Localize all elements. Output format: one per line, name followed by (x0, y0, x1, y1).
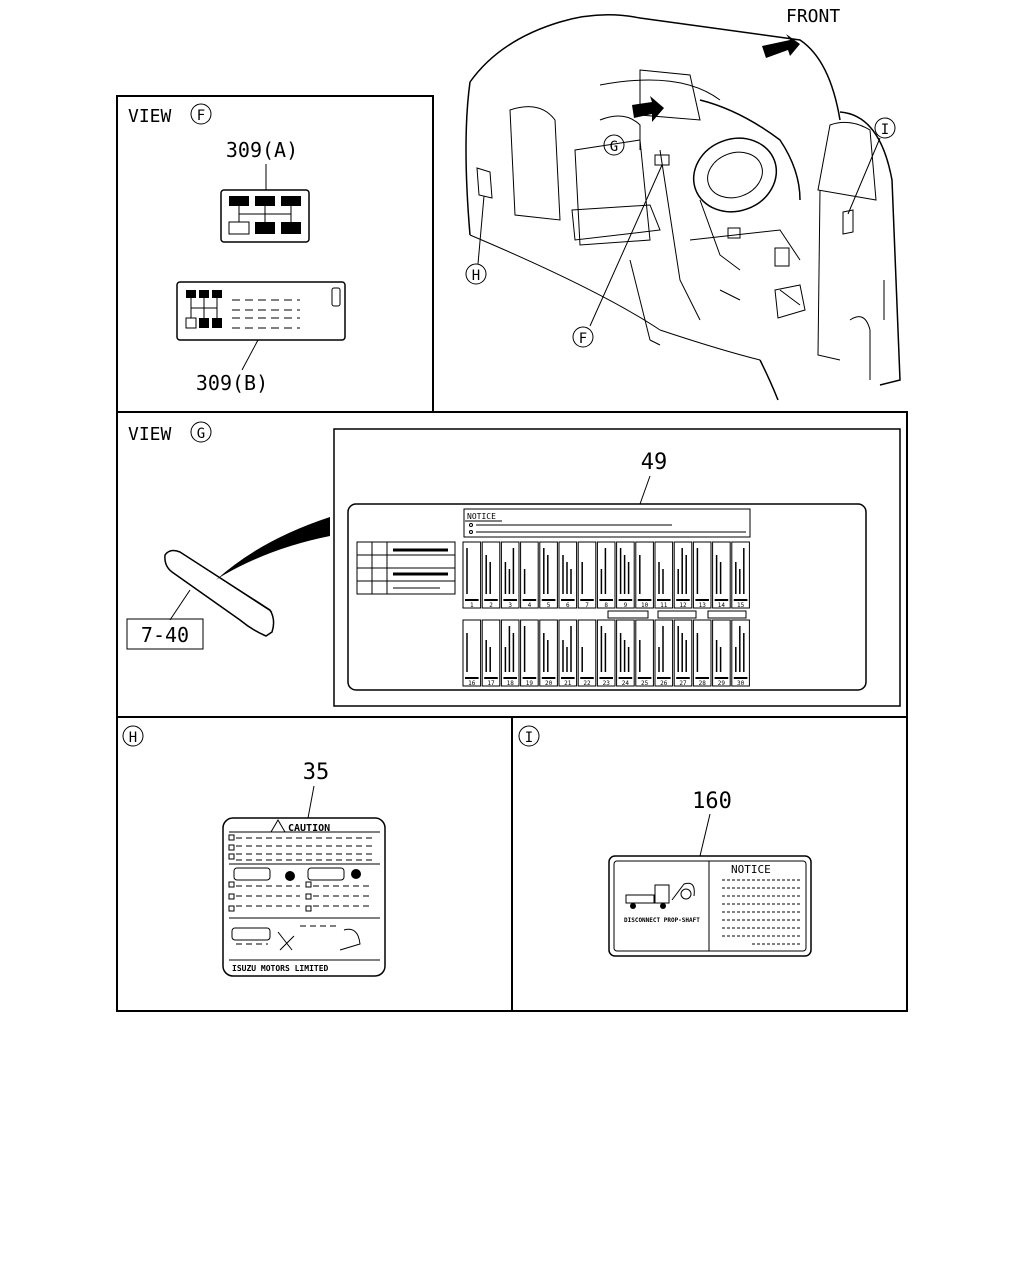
fuse-slot: 3 (500, 541, 520, 609)
callout-f: F (579, 331, 587, 347)
part-35-label: 35 (303, 760, 330, 785)
fuse-slot: 20 (539, 619, 558, 687)
fuse-number: 10 (641, 602, 649, 609)
fuse-slot: 24 (616, 619, 635, 687)
fuse-slot: 29 (712, 619, 731, 687)
fuse-slot: 17 (481, 619, 501, 687)
fuse-number: 19 (526, 680, 534, 687)
fuse-number: 1 (470, 602, 474, 609)
callout-i: I (881, 122, 889, 138)
fuse-slot: 30 (731, 619, 750, 687)
fuse-slot: 1 (462, 541, 482, 609)
view-h-panel: H 35 CAUTION ISU (116, 716, 513, 1012)
view-g-arrow-icon (632, 96, 664, 122)
fuse-number: 9 (624, 602, 628, 609)
fuse-slot: 9 (616, 541, 635, 609)
fuse-slot: 28 (692, 619, 712, 687)
part-49-label: 49 (641, 450, 668, 475)
fuse-box-cover (164, 549, 275, 637)
notice-i-word: NOTICE (731, 863, 771, 876)
fuse-slot: 4 (520, 541, 539, 609)
view-i-panel: I 160 NOTICE DISCONNECT PROP-SHAFT (511, 716, 908, 1012)
fuse-slot: 18 (500, 619, 520, 687)
fuse-number: 21 (564, 680, 572, 687)
fuse-slot: 26 (654, 619, 674, 687)
fuse-slot: 21 (558, 619, 578, 687)
fuse-slot: 11 (654, 541, 674, 609)
view-g-panel: VIEW G 7-40 49 NOTICE (116, 411, 908, 718)
view-g-title: VIEW (128, 424, 172, 445)
fuse-number: 5 (547, 602, 551, 609)
fuse-number: 28 (699, 680, 707, 687)
fuse-number: 30 (737, 680, 745, 687)
fuse-number: 22 (583, 680, 591, 687)
fuse-slot: 27 (673, 619, 693, 687)
fuse-number: 7 (585, 602, 589, 609)
front-arrow-icon (762, 34, 800, 58)
fuse-slot: 2 (481, 541, 501, 609)
fuse-slot: 15 (731, 541, 750, 609)
fuse-number: 11 (660, 602, 668, 609)
fuse-slot: 8 (596, 541, 616, 609)
fuse-slot: 22 (577, 619, 597, 687)
callout-g: G (610, 139, 618, 155)
fuse-slot: 16 (462, 619, 482, 687)
shift-pattern-label-b (176, 281, 346, 341)
shift-pattern-label-a (220, 189, 310, 243)
fuse-slot: 7 (577, 541, 597, 609)
fuse-slot: 23 (596, 619, 616, 687)
fuse-number: 12 (679, 602, 687, 609)
fuse-slot: 6 (558, 541, 578, 609)
view-g-letter: G (197, 426, 205, 442)
notice-label-prop-shaft: NOTICE DISCONNECT PROP-SHAFT (608, 855, 812, 957)
zoom-leader-wedge (216, 517, 330, 580)
fuse-number: 13 (699, 602, 707, 609)
caution-word: CAUTION (288, 823, 330, 834)
view-h-letter: H (129, 730, 137, 746)
cab-illustration: FRONT (465, 6, 901, 401)
part-309a-label: 309(A) (226, 138, 298, 162)
view-f-panel: VIEW F 309(A) (116, 95, 434, 413)
fuse-number: 17 (487, 680, 495, 687)
prop-shaft-caption: DISCONNECT PROP-SHAFT (624, 917, 700, 924)
fuse-number: 14 (718, 602, 726, 609)
fuse-number: 29 (718, 680, 726, 687)
fuse-number: 8 (604, 602, 608, 609)
fuse-number: 25 (641, 680, 649, 687)
view-f-title: VIEW (128, 106, 172, 127)
fuse-notice-word: NOTICE (467, 512, 496, 521)
fuse-number: 18 (507, 680, 515, 687)
fuse-number: 20 (545, 680, 553, 687)
fuse-slot: 14 (712, 541, 731, 609)
fuse-slot: 12 (673, 541, 693, 609)
part-309b-label: 309(B) (196, 371, 268, 395)
fuse-slot: 5 (539, 541, 558, 609)
caution-footer: ISUZU MOTORS LIMITED (232, 964, 329, 973)
front-label: FRONT (786, 6, 840, 27)
fuse-slot: 25 (635, 619, 654, 687)
fuse-number: 2 (489, 602, 493, 609)
fuse-slot: 19 (520, 619, 539, 687)
callout-h: H (472, 268, 480, 284)
part-160-label: 160 (692, 789, 732, 814)
fuse-slot: 13 (692, 541, 712, 609)
part-7-40-label: 7-40 (141, 623, 189, 647)
caution-label: CAUTION ISUZU MOTORS LIMITED (222, 817, 386, 977)
fuse-slot: 10 (635, 541, 654, 609)
fuse-number: 23 (603, 680, 611, 687)
fuse-number: 3 (508, 602, 512, 609)
fuse-number: 4 (528, 602, 532, 609)
fuse-number: 15 (737, 602, 745, 609)
view-f-letter: F (197, 108, 205, 124)
fuse-number: 6 (566, 602, 570, 609)
view-i-letter: I (525, 730, 533, 746)
fuse-number: 24 (622, 680, 630, 687)
fuse-number: 16 (468, 680, 476, 687)
fuse-number: 26 (660, 680, 668, 687)
tow-truck-icon (625, 882, 695, 909)
warning-triangle-icon (270, 819, 286, 833)
fuse-number: 27 (679, 680, 687, 687)
